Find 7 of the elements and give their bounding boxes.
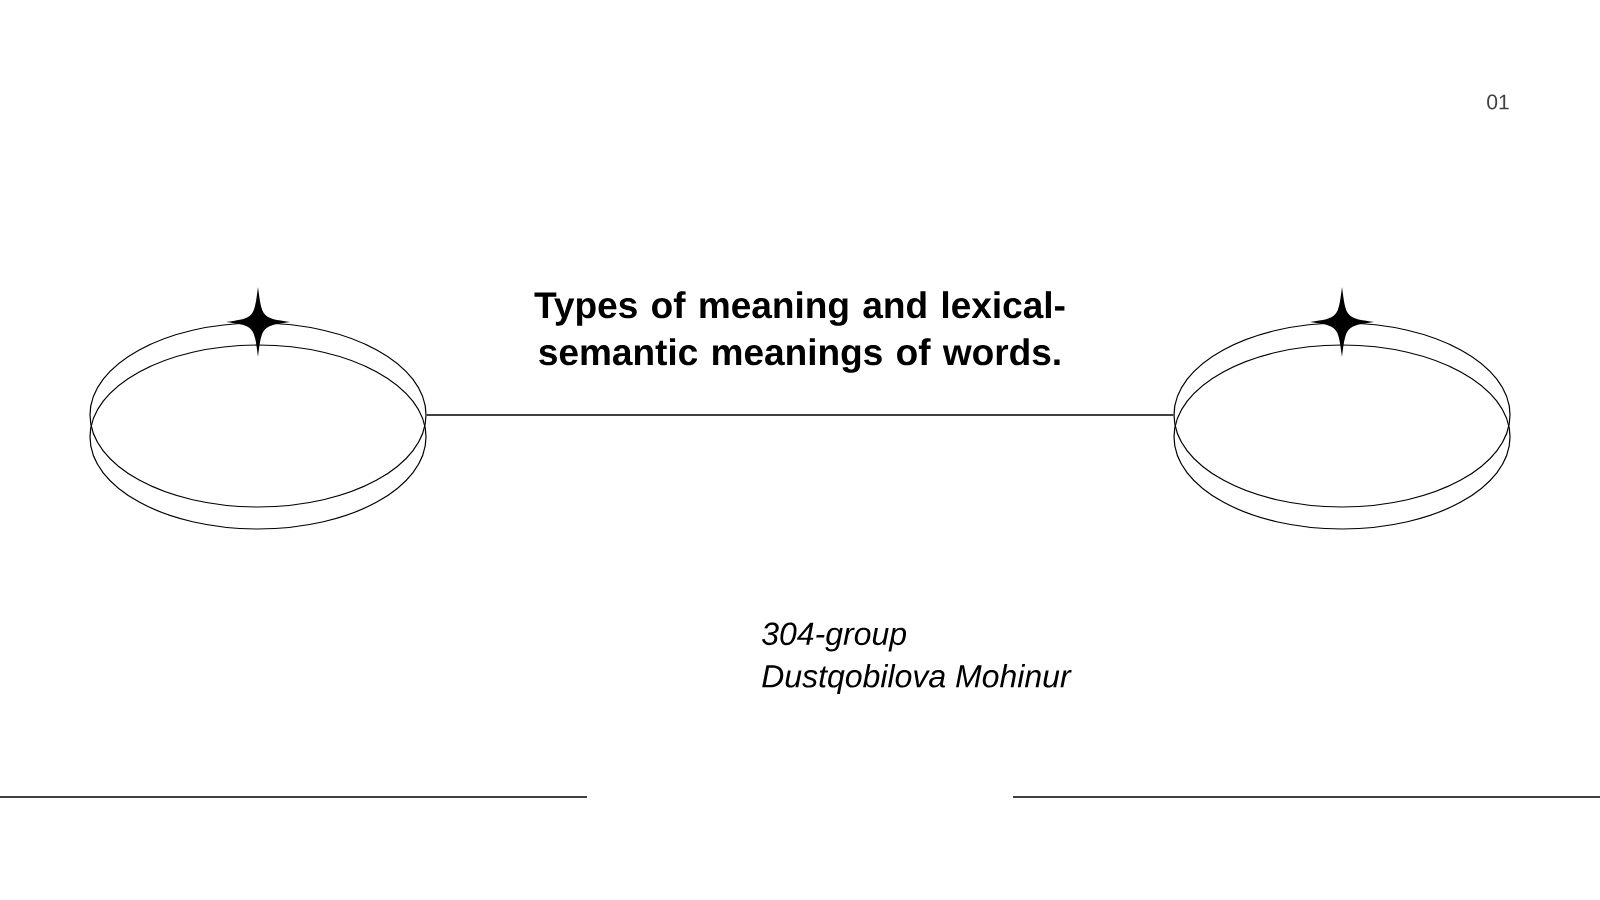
connector-line bbox=[425, 414, 1175, 416]
group-label: 304-group bbox=[761, 622, 907, 652]
ring-drawing bbox=[1173, 322, 1511, 530]
author-name: Dustqobilova Mohinur bbox=[762, 664, 1072, 694]
slide-title: Types of meaning and lexical-semantic meanings of words. bbox=[534, 291, 1065, 373]
ring-drawing bbox=[89, 322, 427, 530]
page-number: 01 bbox=[1487, 94, 1509, 110]
